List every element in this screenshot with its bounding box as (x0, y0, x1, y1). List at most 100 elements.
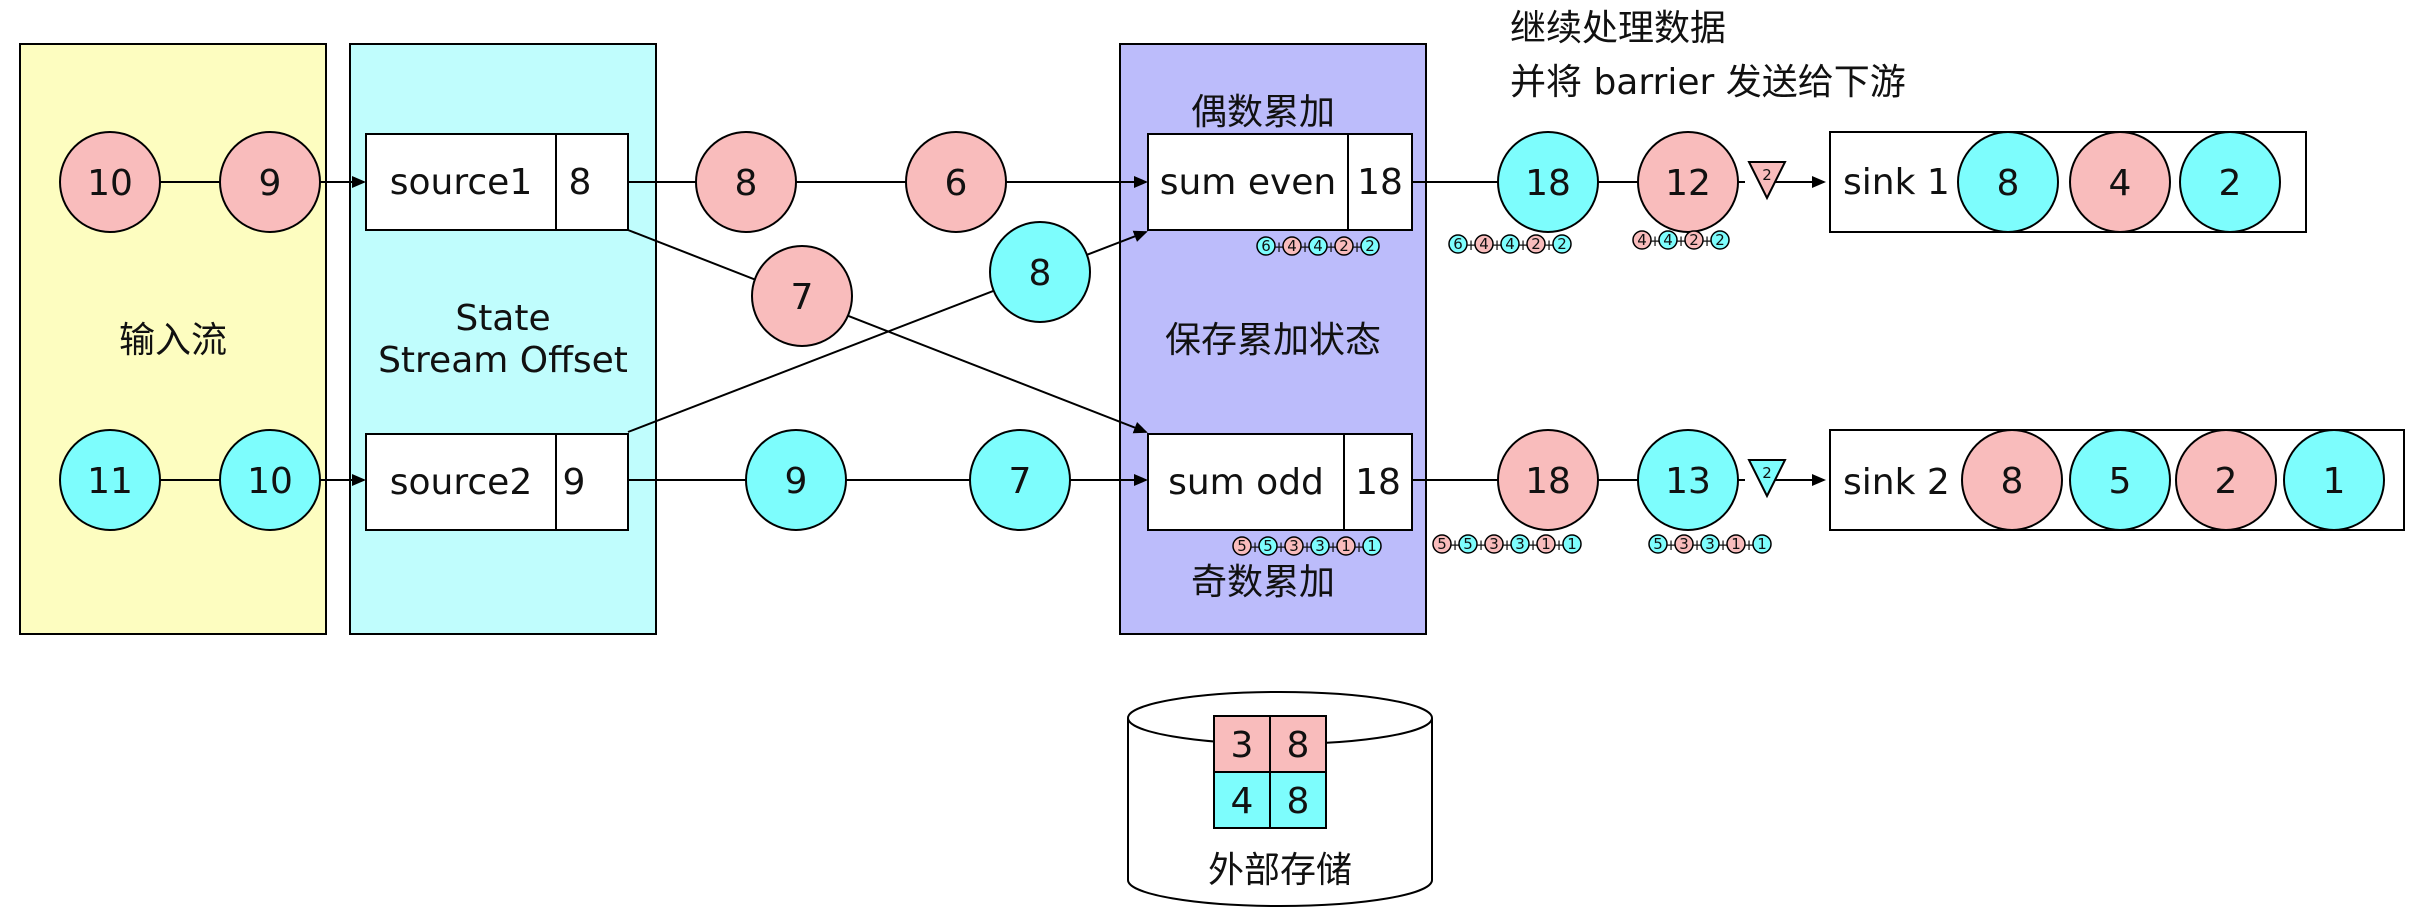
chain-term-value: 2 (1531, 235, 1541, 253)
chain-term-value: 4 (1505, 235, 1515, 253)
chain-plus: + (1501, 536, 1514, 554)
chain-term-value: 3 (1705, 535, 1715, 553)
barrier-marker-bottom: 2 (1747, 459, 1787, 499)
input-record-bottom-2-value: 10 (247, 461, 293, 502)
chain-term: 4 (1474, 234, 1494, 254)
chain-plus: + (1275, 538, 1288, 556)
chain-term: 4 (1632, 230, 1652, 250)
chain-term-value: 2 (1339, 237, 1349, 255)
source1-offset: 8 (569, 162, 592, 203)
input-record-bottom-1-value: 11 (87, 461, 133, 502)
chain-plus: + (1351, 238, 1364, 256)
chain-term: 5 (1232, 536, 1252, 556)
output-record-bottom-2: 13 (1637, 429, 1739, 531)
sink2-record-1-value: 8 (2001, 461, 2024, 502)
chain-term-value: 4 (1287, 237, 1297, 255)
chain-term: 1 (1336, 536, 1356, 556)
chain-term: 3 (1700, 534, 1720, 554)
cross-record-down-value: 7 (791, 277, 814, 318)
output-record-top-1-value: 18 (1525, 163, 1571, 204)
chain-plus: + (1301, 538, 1314, 556)
state-panel (349, 43, 657, 635)
cross-record-down: 7 (751, 245, 853, 347)
chain-term: 5 (1458, 534, 1478, 554)
chain-term-value: 1 (1567, 535, 1577, 553)
chain-term-value: 4 (1479, 235, 1489, 253)
chain-term-value: 2 (1557, 235, 1567, 253)
output-record-bottom-1: 18 (1497, 429, 1599, 531)
chain-term: 3 (1484, 534, 1504, 554)
chain-term-value: 5 (1237, 537, 1247, 555)
chain-term: 2 (1360, 236, 1380, 256)
chain-term: 6 (1256, 236, 1276, 256)
state-label: State (455, 298, 550, 339)
chain-term-value: 4 (1313, 237, 1323, 255)
stream-record-top-2: 6 (905, 131, 1007, 233)
chain-term: 5 (1432, 534, 1452, 554)
chain-plus: + (1717, 536, 1730, 554)
sink1-record-3-value: 2 (2219, 163, 2242, 204)
chain-term-value: 2 (1365, 237, 1375, 255)
barrier-id-bottom: 2 (1762, 464, 1772, 482)
chain-term-value: 6 (1453, 235, 1463, 253)
stream-record-bottom-2: 7 (969, 429, 1071, 531)
chain-plus: + (1675, 232, 1688, 250)
chain-term: 6 (1448, 234, 1468, 254)
storage-cell-value: 8 (1287, 725, 1310, 766)
chain-term: 1 (1752, 534, 1772, 554)
chain-term-value: 1 (1367, 537, 1377, 555)
sum-even-name: sum even (1160, 162, 1337, 203)
chain-term-value: 1 (1341, 537, 1351, 555)
chain-plus: + (1517, 236, 1530, 254)
chain-term-value: 5 (1263, 537, 1273, 555)
even-sum-title: 偶数累加 (1191, 92, 1335, 133)
chain-plus: + (1553, 536, 1566, 554)
chain-plus: + (1701, 232, 1714, 250)
sink1-record-2: 4 (2069, 131, 2171, 233)
chain-term: 1 (1562, 534, 1582, 554)
chain-plus: + (1353, 538, 1366, 556)
chain-plus: + (1649, 232, 1662, 250)
sink2-record-2-value: 5 (2109, 461, 2132, 502)
storage-cell-value: 4 (1231, 781, 1254, 822)
chain-term-value: 3 (1289, 537, 1299, 555)
barrier-marker-top: 2 (1747, 161, 1787, 201)
chain-term-value: 3 (1315, 537, 1325, 555)
chain-term: 4 (1308, 236, 1328, 256)
continue-processing-text: 继续处理数据 (1510, 8, 1726, 49)
chain-term-value: 5 (1437, 535, 1447, 553)
sum-odd-value: 18 (1355, 462, 1401, 503)
input-stream-label: 输入流 (119, 320, 227, 361)
chain-odd-out1: 5+5+3+3+1+1 (1432, 534, 1582, 554)
chain-plus: + (1743, 536, 1756, 554)
chain-term: 1 (1726, 534, 1746, 554)
chain-term: 2 (1526, 234, 1546, 254)
chain-term-value: 1 (1541, 535, 1551, 553)
chain-plus: + (1491, 236, 1504, 254)
source1-box: source1 8 (365, 133, 629, 231)
source2-offset: 9 (563, 462, 586, 503)
chain-plus: + (1527, 536, 1540, 554)
chain-term: 5 (1258, 536, 1278, 556)
chain-plus: + (1249, 538, 1262, 556)
chain-term: 2 (1334, 236, 1354, 256)
input-record-bottom-2: 10 (219, 429, 321, 531)
chain-term: 3 (1284, 536, 1304, 556)
stream-offset-label: Stream Offset (378, 340, 628, 381)
chain-term: 4 (1500, 234, 1520, 254)
storage-cell: 4 (1213, 771, 1271, 829)
sink1-name: sink 1 (1843, 162, 1950, 203)
sink2-record-4-value: 1 (2323, 461, 2346, 502)
input-record-top-2-value: 9 (259, 163, 282, 204)
sink1-record-2-value: 4 (2109, 163, 2132, 204)
sink2-record-2: 5 (2069, 429, 2171, 531)
input-record-bottom-1: 11 (59, 429, 161, 531)
barrier-id-top: 2 (1762, 166, 1772, 184)
storage-cell: 8 (1269, 715, 1327, 773)
chain-odd-state: 5+5+3+3+1+1 (1232, 536, 1382, 556)
sink2-record-1: 8 (1961, 429, 2063, 531)
stream-record-top-2-value: 6 (945, 163, 968, 204)
